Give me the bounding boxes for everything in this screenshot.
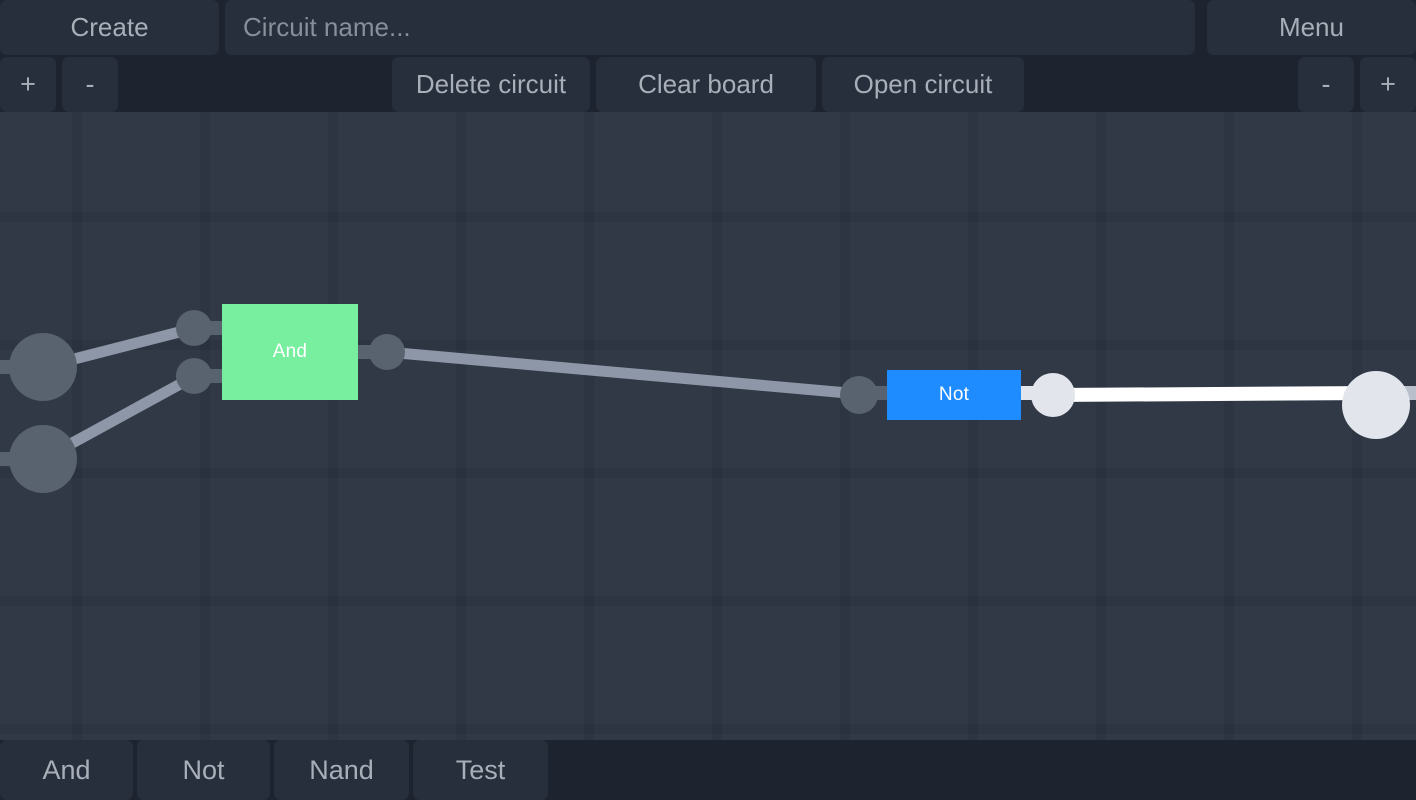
clear-board-button[interactable]: Clear board	[596, 57, 816, 112]
output-node[interactable]	[1342, 371, 1410, 439]
palette-item-test[interactable]: Test	[413, 740, 548, 800]
circuit-name-input[interactable]	[225, 0, 1195, 55]
wire-layer	[0, 321, 1416, 466]
and-input-pin-1[interactable]	[176, 310, 212, 346]
menu-button[interactable]: Menu	[1206, 0, 1416, 55]
not-output-pin[interactable]	[1031, 373, 1075, 417]
canvas-grid	[0, 112, 1416, 800]
zoom-in-button[interactable]: +	[0, 57, 56, 112]
delete-circuit-button[interactable]: Delete circuit	[392, 57, 590, 112]
palette-item-and[interactable]: And	[0, 740, 133, 800]
gate-not[interactable]: Not	[887, 370, 1021, 420]
top-toolbar: Create Menu + - Delete circuit Clear boa…	[0, 0, 1416, 112]
pan-in-button[interactable]: +	[1360, 57, 1416, 112]
palette-item-nand[interactable]: Nand	[274, 740, 409, 800]
create-button[interactable]: Create	[0, 0, 220, 55]
gate-label: Not	[938, 384, 970, 405]
not-input-pin[interactable]	[840, 376, 878, 414]
and-output-pin[interactable]	[369, 334, 405, 370]
gate-palette: And Not Nand Test	[0, 740, 1416, 800]
input-node-a[interactable]	[9, 333, 77, 401]
palette-item-not[interactable]: Not	[137, 740, 270, 800]
zoom-out-button[interactable]: -	[62, 57, 118, 112]
toolbar-spacer-right	[1030, 57, 1292, 112]
wire-and-to-not[interactable]	[386, 346, 860, 400]
toolbar-actions-group: Delete circuit Clear board Open circuit	[392, 57, 1024, 112]
and-input-pin-2[interactable]	[176, 358, 212, 394]
wire-not-to-output[interactable]	[1052, 386, 1377, 402]
gate-label: And	[272, 341, 308, 362]
pan-out-button[interactable]: -	[1298, 57, 1354, 112]
open-circuit-button[interactable]: Open circuit	[822, 57, 1024, 112]
input-node-b[interactable]	[9, 425, 77, 493]
toolbar-row-primary: Create Menu	[0, 0, 1416, 55]
toolbar-spacer-left	[124, 57, 386, 112]
toolbar-row-secondary: + - Delete circuit Clear board Open circ…	[0, 57, 1416, 112]
gate-and[interactable]: And	[222, 304, 358, 400]
